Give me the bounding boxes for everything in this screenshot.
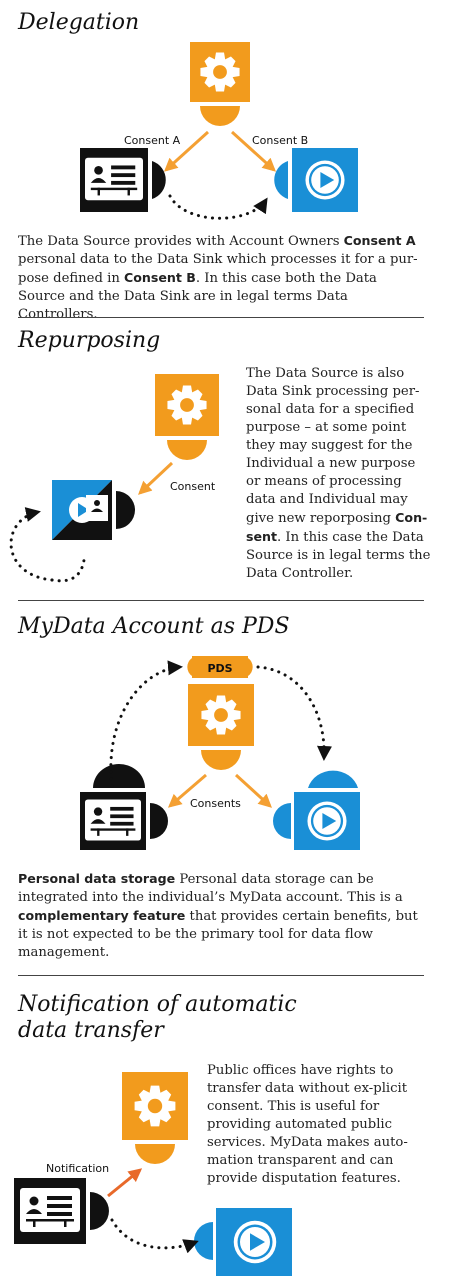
data-sink-icon [273,770,360,850]
divider [18,317,424,318]
data-source-icon [80,764,168,850]
repurposing-description: The Data Source is also Data Sink proces… [246,365,432,583]
repurposing-diagram: Consent [9,374,219,583]
divider [18,975,424,976]
body-text: that provides certain benefits, but it i… [18,909,418,960]
data-sink-icon [274,148,358,212]
consent-b-label: Consent B [252,134,308,147]
body-text: The Data Source provides with Account Ow… [18,234,344,249]
delegation-title: Delegation [18,10,140,35]
body-text: The Data Source is also Data Sink proces… [246,366,420,526]
emphasis-text: Consent A [343,233,416,248]
notification-diagram: Notification [14,1072,292,1276]
emphasis-text: Con-sent [246,510,428,544]
consents-label: Consents [190,797,241,810]
data-source-icon [190,42,250,126]
repurposing-title: Repurposing [18,328,161,353]
delegation-diagram: Consent A Consent B [80,42,358,220]
mydata-account-icon [188,684,254,770]
notification-description: Public offices have rights to transfer d… [207,1062,412,1188]
data-sink-icon [194,1208,292,1276]
notification-title: Notification of automatic data transfer [18,992,297,1043]
data-source-icon [122,1072,188,1164]
emphasis-text: complementary feature [18,908,186,923]
body-text: Personal data storage can be integrated … [18,872,403,905]
data-source-icon [155,374,219,460]
pds-storage-icon: PDS [187,656,253,678]
body-text: personal data to the Data Sink which pro… [18,252,418,286]
emphasis-text: Personal data storage [18,871,176,886]
pds-title: MyData Account as PDS [18,614,290,639]
consent-a-label: Consent A [124,134,181,147]
delegation-description: The Data Source provides with Account Ow… [18,232,426,324]
source-sink-individual-icon [52,480,135,540]
individual-icon [14,1178,109,1244]
pds-description: Personal data storage Personal data stor… [18,870,428,962]
emphasis-text: Consent B [124,270,196,285]
pds-label: PDS [207,662,232,675]
body-text: Public offices have rights to transfer d… [207,1063,408,1186]
divider [18,600,424,601]
consent-label: Consent [170,480,216,493]
notification-label: Notification [46,1162,109,1175]
pds-diagram: PDS Consents [80,656,360,850]
body-text: . In this case the Data Source is in leg… [246,530,431,581]
body-text: . In this case both the Data Source and … [18,271,377,322]
account-owner-icon [80,148,166,212]
